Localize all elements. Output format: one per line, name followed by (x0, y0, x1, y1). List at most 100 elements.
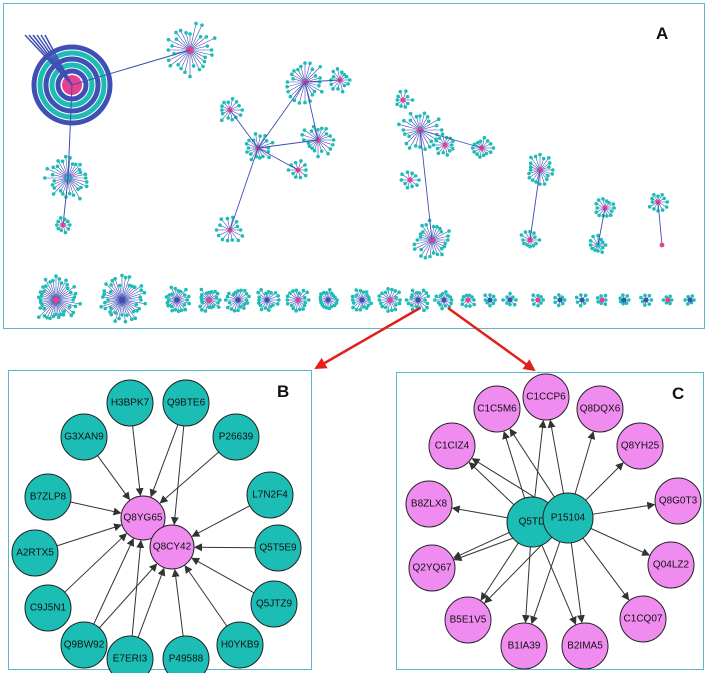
overview-node (395, 102, 399, 107)
overview-node (398, 298, 402, 302)
overview-node (434, 123, 439, 128)
overview-node (402, 118, 406, 123)
overview-node (79, 185, 83, 190)
overview-node (438, 226, 442, 231)
overview-edge (55, 299, 72, 316)
overview-node (354, 307, 359, 312)
overview-node (176, 309, 181, 314)
overview-edge (121, 299, 133, 320)
overview-edge (57, 160, 69, 179)
overview-node (546, 173, 550, 178)
overview-node (690, 294, 695, 298)
hub-label: Q8YG65 (124, 513, 163, 524)
overview-node (414, 290, 419, 295)
overview-node (659, 242, 665, 248)
overview-node (41, 285, 45, 289)
overview-node (200, 292, 204, 297)
overview-node (113, 319, 117, 323)
overview-edge (257, 147, 299, 171)
overview-node (660, 208, 665, 212)
network-node (522, 373, 570, 421)
overview-node (237, 103, 241, 108)
overview-node (618, 296, 623, 301)
overview-node (316, 127, 320, 132)
overview-edge (175, 32, 191, 51)
overview-node (627, 298, 631, 302)
overview-node (604, 199, 609, 203)
overview-node (668, 301, 672, 306)
overview-node (440, 306, 444, 311)
overview-edge (257, 139, 319, 149)
overview-node (423, 298, 427, 302)
overview-node (591, 234, 595, 239)
overview-node (523, 230, 528, 234)
overview-edge (102, 296, 123, 301)
overview-node (312, 148, 317, 153)
overview-node (439, 229, 444, 234)
overview-edge (398, 124, 421, 131)
overview-node (485, 300, 490, 305)
overview-node (652, 207, 656, 211)
network-node (250, 580, 298, 628)
overview-node (364, 306, 369, 310)
overview-node (647, 293, 652, 298)
network-node (616, 422, 664, 470)
overview-node (166, 298, 171, 302)
overview-dense-ring (55, 68, 89, 102)
overview-cluster (553, 293, 567, 308)
overview-node (525, 243, 529, 247)
overview-node (650, 200, 655, 204)
overview-node (440, 252, 444, 257)
overview-edge (431, 235, 449, 241)
overview-node (537, 238, 542, 242)
overview-node (418, 114, 422, 118)
overview-node (45, 315, 49, 320)
overview-node (71, 298, 75, 302)
overview-node (229, 307, 234, 311)
overview-node (169, 285, 174, 290)
overview-node (464, 293, 469, 298)
overview-node (142, 290, 147, 295)
overview-dense-ring (37, 50, 107, 120)
overview-node (242, 302, 247, 307)
network-edge (534, 419, 547, 498)
overview-node (470, 146, 475, 150)
overview-node (232, 308, 237, 313)
overview-node (297, 101, 302, 105)
network-edge (159, 451, 219, 504)
overview-node (440, 291, 445, 296)
overview-edge (101, 299, 123, 308)
overview-node (410, 307, 415, 312)
overview-node (63, 230, 68, 235)
overview-node (582, 301, 587, 305)
overview-node (431, 224, 436, 229)
overview-edge (53, 177, 69, 195)
overview-hub (487, 297, 493, 303)
overview-node (369, 301, 373, 306)
overview-node (447, 149, 452, 153)
overview-node (410, 184, 414, 189)
overview-node (519, 233, 524, 237)
panel-a-label: A (656, 24, 669, 43)
overview-node (331, 138, 336, 142)
overview-node (183, 70, 187, 75)
overview-node (212, 36, 217, 40)
overview-node (621, 301, 625, 306)
overview-edge (431, 230, 450, 241)
network-node (11, 529, 59, 577)
overview-edge (317, 139, 331, 150)
overview-edge (121, 299, 140, 310)
overview-edge (429, 239, 433, 257)
overview-cluster (36, 274, 82, 321)
overview-node (436, 151, 441, 156)
overview-node (318, 295, 323, 300)
overview-node (52, 179, 57, 183)
overview-node (366, 303, 371, 308)
network-edge (592, 501, 656, 515)
overview-node (444, 290, 448, 294)
network-hub-node (120, 495, 166, 541)
overview-node (618, 299, 623, 304)
network-edge (56, 523, 123, 547)
node-label: Q5JTZ9 (256, 599, 293, 610)
network-edge (590, 527, 651, 556)
